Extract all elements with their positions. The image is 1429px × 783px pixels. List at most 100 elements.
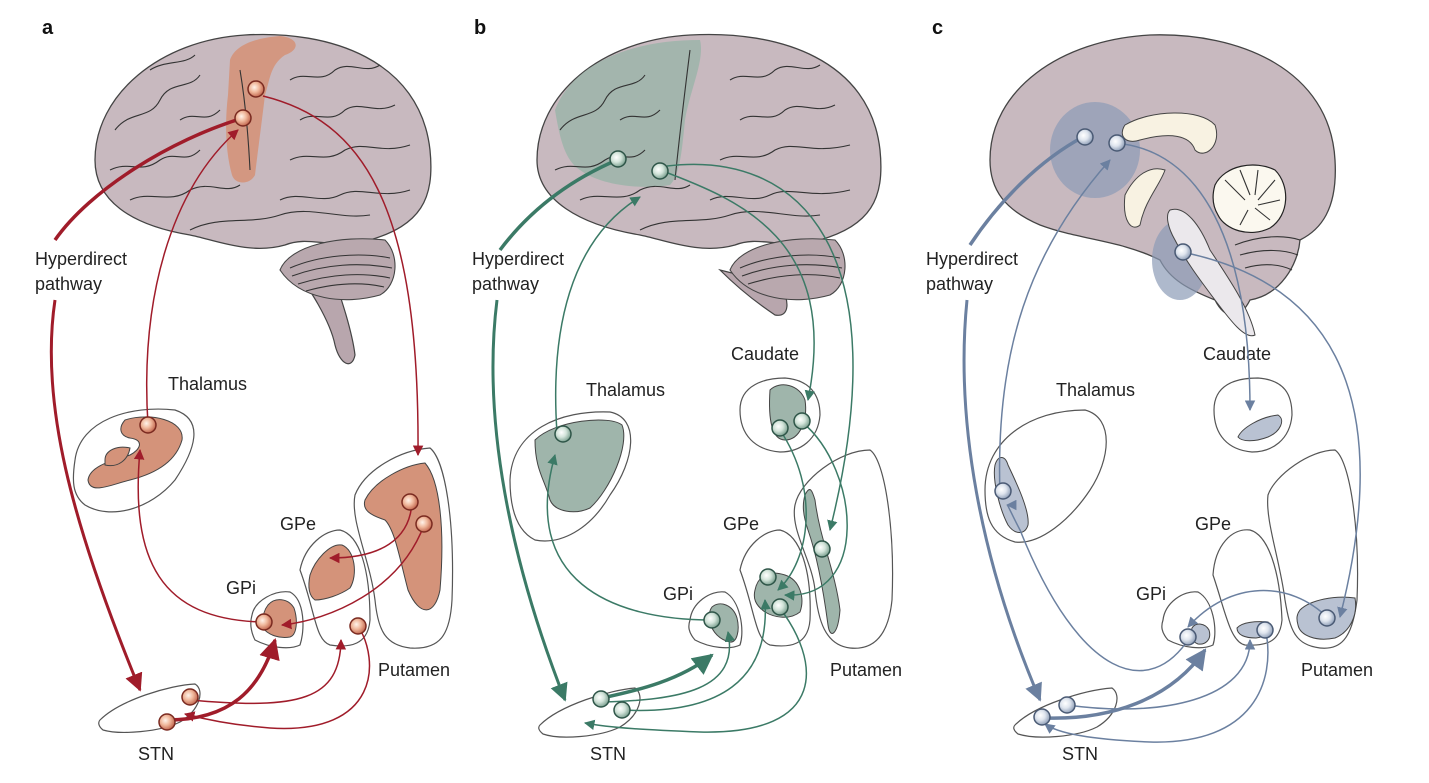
connections-b (491, 158, 854, 733)
label-gpi-b: GPi (663, 584, 693, 604)
cortex-to-caudate-c (1114, 142, 1256, 412)
cerebellum-folia (1234, 236, 1301, 271)
putamen-to-gpi-c (1187, 589, 1329, 628)
neuron-icon (1318, 609, 1336, 627)
cortical-gyri (554, 49, 851, 231)
label-thalamus-c: Thalamus (1056, 380, 1135, 400)
label-gpe-a: GPe (280, 514, 316, 534)
svg-text:pathway: pathway (35, 274, 102, 294)
label-gpi-c: GPi (1136, 584, 1166, 604)
gpe-c (1212, 529, 1283, 646)
neuron-icon (349, 617, 367, 635)
neuron-icon (255, 613, 273, 631)
label-thalamus-a: Thalamus (168, 374, 247, 394)
thalamus-to-cortex-c (998, 159, 1111, 496)
brain-lateral-b (536, 33, 882, 316)
putamen-to-gpe-b (783, 421, 848, 601)
brain-lateral-a (94, 33, 432, 365)
hyperdirect-arrow-stn-c (962, 299, 1042, 702)
gpe-to-stn-b (583, 606, 808, 733)
neuron-icon (1058, 696, 1076, 714)
neuron-icon (1076, 128, 1094, 146)
label-gpi-a: GPi (226, 578, 256, 598)
neuron-icon (415, 515, 433, 533)
svg-text:Hyperdirect: Hyperdirect (926, 249, 1018, 269)
thalamus-to-cortex-a (145, 129, 239, 426)
panel-a: a (35, 17, 454, 764)
label-putamen-b: Putamen (830, 660, 902, 680)
amygdala-to-putamen-c (1181, 251, 1361, 619)
neuron-icon (401, 493, 419, 511)
panel-b: b (472, 17, 902, 764)
neuron-icon (813, 540, 831, 558)
neuron-icon (613, 701, 631, 719)
connections-a (49, 95, 425, 730)
stn-to-gpe-a (189, 638, 347, 705)
label-gpe-b: GPe (723, 514, 759, 534)
stn-to-gpi-thin-b (601, 630, 736, 703)
neuron-icon (609, 150, 627, 168)
neuron-icon (234, 109, 252, 127)
hyperdirect-arrow-cortex-a (53, 116, 244, 242)
label-stn-b: STN (590, 744, 626, 764)
gpi-to-thalamus-b (546, 453, 713, 621)
hyperdirect-arrow-stn-a (49, 299, 143, 692)
label-putamen-c: Putamen (1301, 660, 1373, 680)
neuron-icon (771, 598, 789, 616)
panel-letter-b: b (474, 17, 486, 39)
arbor-vitae (1224, 169, 1281, 226)
putamen-to-gpi-a (280, 524, 425, 630)
putamen-b (793, 449, 894, 649)
gpi-to-thalamus-c (1005, 499, 1191, 672)
neuron-icon (1108, 134, 1126, 152)
panel-letter-a: a (42, 17, 54, 39)
neurons-a (139, 80, 433, 731)
neuron-icon (1256, 621, 1274, 639)
neuron-icon (793, 412, 811, 430)
label-caudate-c: Caudate (1203, 344, 1271, 364)
neuron-icon (703, 611, 721, 629)
cerebellum-folia (739, 254, 843, 285)
hyperdirect-label-c: Hyperdirect pathway (926, 249, 1018, 294)
neuron-icon (139, 416, 157, 434)
stn-to-gpi-c (1044, 648, 1207, 720)
hyperdirect-label-b: Hyperdirect pathway (472, 249, 564, 294)
label-thalamus-b: Thalamus (586, 380, 665, 400)
neuron-icon (994, 482, 1012, 500)
svg-text:pathway: pathway (926, 274, 993, 294)
cortex-to-putamen-a (262, 95, 424, 457)
svg-text:Hyperdirect: Hyperdirect (472, 249, 564, 269)
neuron-icon (1174, 243, 1192, 261)
svg-text:pathway: pathway (472, 274, 539, 294)
label-caudate-b: Caudate (731, 344, 799, 364)
neuron-icon (554, 425, 572, 443)
stn-to-gpe-b (621, 598, 771, 712)
caudate-to-gpe-b (777, 429, 807, 591)
hyperdirect-arrow-cortex-b (498, 158, 618, 252)
label-stn-c: STN (1062, 744, 1098, 764)
label-stn-a: STN (138, 744, 174, 764)
neuron-icon (651, 162, 669, 180)
svg-text:Hyperdirect: Hyperdirect (35, 249, 127, 269)
neuron-icon (247, 80, 265, 98)
label-putamen-a: Putamen (378, 660, 450, 680)
neuron-icon (771, 419, 789, 437)
cerebellum-folia (289, 254, 393, 292)
label-gpe-c: GPe (1195, 514, 1231, 534)
gpe-to-stn-c (1044, 631, 1269, 743)
stn-to-gpe-c (1066, 638, 1256, 710)
brain-medial-c (989, 34, 1336, 337)
neurons-b (554, 150, 831, 719)
hyperdirect-label-a: Hyperdirect pathway (35, 249, 127, 294)
putamen-to-gpe-a (328, 501, 413, 564)
panel-letter-c: c (932, 17, 943, 39)
stn-to-gpi-b (601, 653, 714, 700)
hyperdirect-arrow-cortex-c (968, 135, 1084, 246)
neuron-icon (181, 688, 199, 706)
cortical-gyri (109, 54, 411, 231)
connections-c (962, 135, 1361, 743)
neuron-icon (759, 568, 777, 586)
neuron-icon (1179, 628, 1197, 646)
neurons-c (994, 128, 1336, 726)
panel-c: c Hyperdirect pathw (926, 17, 1373, 764)
